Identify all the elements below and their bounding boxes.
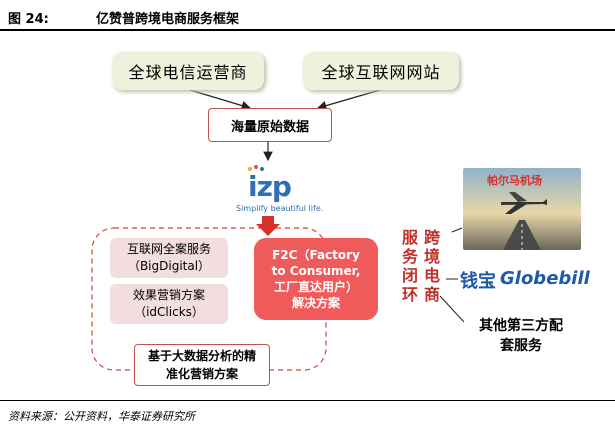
third-party-line1: 其他第三方配 xyxy=(479,318,563,334)
service-loop-char: 环 xyxy=(401,285,418,304)
third-party-line2: 套服务 xyxy=(500,338,542,354)
f2c-line1: F2C（Factory xyxy=(272,248,360,262)
global-telecom-operators-box: 全球电信运营商 xyxy=(112,52,264,90)
globebill-logo: 钱宝 Globebill xyxy=(460,266,590,292)
bigdigital-line2: （BigDigital） xyxy=(127,259,211,273)
f2c-line3: 工厂直达用户） xyxy=(273,280,358,294)
raw-data-box: 海量原始数据 xyxy=(208,108,332,142)
izp-dots-icon xyxy=(248,165,264,171)
bigdigital-box: 互联网全案服务 （BigDigital） xyxy=(110,238,228,278)
precision-marketing-box: 基于大数据分析的精 准化营销方案 xyxy=(134,344,270,386)
bigdigital-line1: 互联网全案服务 xyxy=(126,242,211,256)
airplane-icon xyxy=(463,168,581,250)
raw-data-label: 海量原始数据 xyxy=(230,119,309,135)
figure-title: 亿赞普跨境电商服务框架 xyxy=(96,12,240,27)
service-loop-char: 闭 xyxy=(401,266,418,285)
f2c-line2: to Consumer, xyxy=(271,264,361,278)
airport-label: 帕尔马机场 xyxy=(487,174,542,187)
arrow-telecom-to-data xyxy=(189,89,252,111)
global-telecom-label: 全球电信运营商 xyxy=(128,63,248,82)
izp-tagline: Simplify beautiful life. xyxy=(236,204,324,213)
arrow-internet-to-data xyxy=(316,89,381,111)
precision-marketing-line1: 基于大数据分析的精 xyxy=(147,349,256,363)
idclicks-box: 效果营销方案 （idClicks） xyxy=(110,284,228,324)
cross-border-char: 电 xyxy=(423,266,440,285)
red-down-arrow-icon xyxy=(256,216,280,236)
figure-header: 图 24: 亿赞普跨境电商服务框架 xyxy=(0,0,615,31)
footer-rule xyxy=(0,400,615,401)
cross-border-ecommerce-label: 跨 境 电 商 xyxy=(422,228,442,304)
header-rule xyxy=(0,29,615,31)
cross-border-char: 商 xyxy=(423,285,440,304)
figure-number: 图 24: xyxy=(8,12,49,27)
f2c-solution-box: F2C（Factory to Consumer, 工厂直达用户） 解决方案 xyxy=(254,238,378,320)
izp-logo-text: izp xyxy=(248,170,292,203)
service-loop-label: 服 务 闭 环 xyxy=(400,228,420,304)
source-note: 资料来源：公开资料，华泰证券研究所 xyxy=(8,410,195,423)
third-party-services-label: 其他第三方配 套服务 xyxy=(466,316,576,356)
service-loop-char: 务 xyxy=(401,247,418,266)
globebill-cn: 钱宝 xyxy=(460,271,496,292)
f2c-line4: 解决方案 xyxy=(291,296,340,310)
globebill-en: Globebill xyxy=(500,268,590,289)
precision-marketing-line2: 准化营销方案 xyxy=(165,367,238,381)
idclicks-line2: （idClicks） xyxy=(134,305,204,319)
cross-border-char: 跨 xyxy=(423,228,440,247)
cross-border-char: 境 xyxy=(423,247,440,266)
global-internet-label: 全球互联网网站 xyxy=(321,63,441,82)
izp-logo: izp Simplify beautiful life. xyxy=(236,164,323,214)
airport-image: 帕尔马机场 xyxy=(463,168,581,250)
idclicks-line1: 效果营销方案 xyxy=(132,288,205,302)
global-internet-sites-box: 全球互联网网站 xyxy=(303,52,459,90)
service-loop-char: 服 xyxy=(401,228,418,247)
